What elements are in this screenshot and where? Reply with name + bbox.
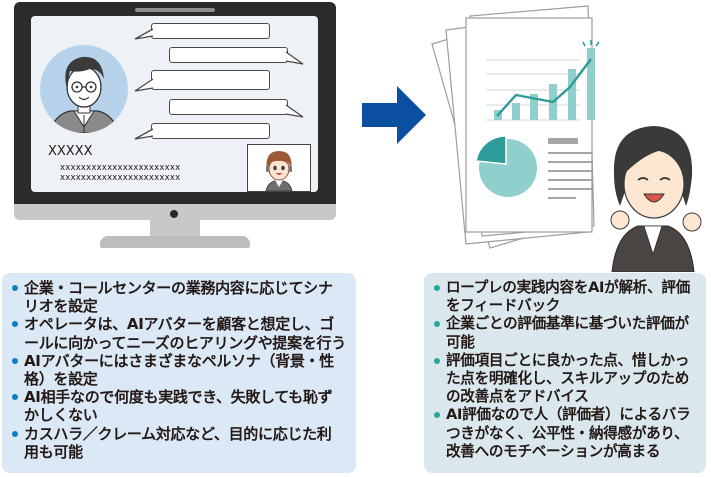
screen-text-line: xxxxxxxxxxxxxxxxxxxxxxx bbox=[60, 173, 181, 183]
report-document-icon bbox=[431, 5, 600, 249]
list-item: ロープレの実践内容をAIが解析、評価をフィードバック bbox=[434, 279, 696, 315]
screen-name-label: XXXXX bbox=[48, 144, 93, 159]
bullet-icon bbox=[434, 321, 440, 328]
chat-bubble-left bbox=[151, 23, 270, 39]
list-item: AIアバターにはさまざまなペルソナ（背景・性格）を設定 bbox=[12, 352, 346, 388]
right-arrow-icon bbox=[362, 86, 426, 144]
bullet-icon bbox=[12, 430, 18, 437]
monitor-neck bbox=[150, 220, 200, 237]
list-item: カスハラ／クレーム対応など、目的に応じた利用も可能 bbox=[12, 425, 346, 461]
list-item: AI評価なので人（評価者）によるバラつきがなく、公平性・納得感があり、改善へのモ… bbox=[434, 406, 696, 461]
bubble-tail-icon bbox=[134, 28, 154, 40]
evaluation-features-box: ロープレの実践内容をAIが解析、評価をフィードバック 企業ごとの評価基準に基づい… bbox=[424, 273, 706, 473]
monitor-base bbox=[100, 236, 250, 248]
bullet-icon bbox=[434, 412, 440, 419]
bullet-icon bbox=[12, 285, 18, 291]
operator-headset-icon bbox=[265, 151, 293, 192]
operator-video-frame bbox=[247, 144, 311, 192]
chat-bubble-right bbox=[169, 99, 288, 115]
bubble-tail-icon bbox=[285, 104, 304, 118]
list-item: 企業ごとの評価基準に基づいた評価が可能 bbox=[434, 315, 696, 351]
scenario-features-box: 企業・コールセンターの業務内容に応じてシナリオを設定 オペレータは、AIアバター… bbox=[2, 273, 356, 473]
chat-bubble-right bbox=[169, 47, 288, 63]
chat-bubble-left bbox=[151, 123, 270, 139]
bullet-icon bbox=[12, 394, 18, 401]
bubble-tail-icon bbox=[134, 128, 154, 140]
bubble-tail-icon bbox=[134, 78, 154, 92]
male-customer-avatar-icon bbox=[40, 45, 128, 133]
bubble-tail-icon bbox=[285, 51, 304, 65]
screen-text-line: xxxxxxxxxxxxxxxxxxxxxxx bbox=[60, 163, 181, 173]
list-item: 企業・コールセンターの業務内容に応じてシナリオを設定 bbox=[12, 279, 346, 315]
bullet-icon bbox=[434, 357, 440, 364]
bullet-icon bbox=[12, 357, 18, 364]
happy-businesswoman-icon bbox=[610, 126, 702, 272]
power-button-icon bbox=[170, 210, 178, 218]
list-item: オペレータは、AIアバターを顧客と想定し、ゴールに向かってニーズのヒアリングや提… bbox=[12, 315, 346, 352]
bullet-icon bbox=[12, 321, 18, 328]
chat-bubble-left bbox=[151, 70, 270, 90]
list-item: AI相手なので何度も実践でき、失敗しても恥ずかしくない bbox=[12, 388, 346, 424]
list-item: 評価項目ごとに良かった点、惜しかった点を明確化し、スキルアップのための改善点をア… bbox=[434, 352, 696, 407]
bullet-icon bbox=[434, 285, 440, 291]
evaluation-features-list: ロープレの実践内容をAIが解析、評価をフィードバック 企業ごとの評価基準に基づい… bbox=[434, 279, 696, 461]
scenario-features-list: 企業・コールセンターの業務内容に応じてシナリオを設定 オペレータは、AIアバター… bbox=[12, 279, 346, 461]
monitor-camera-bar bbox=[135, 8, 215, 12]
